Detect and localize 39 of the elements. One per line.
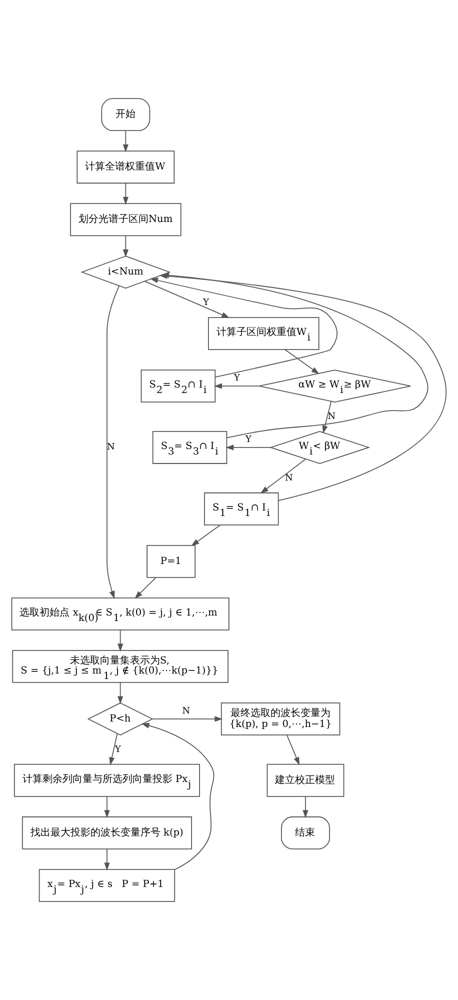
edge-label: Y	[115, 744, 121, 755]
arrow	[150, 278, 338, 378]
node-diamond: P<h	[87, 702, 154, 736]
arrow	[104, 796, 110, 818]
arrow	[191, 524, 221, 546]
arrow	[118, 682, 124, 704]
arrow	[118, 630, 124, 652]
arrow	[322, 400, 332, 434]
node-box: 建立校正模型	[266, 764, 344, 797]
arrow	[122, 182, 128, 205]
arrow	[109, 733, 118, 766]
node-box: P=1	[146, 544, 196, 578]
node-box: 开始	[101, 98, 150, 132]
arrow	[152, 716, 223, 722]
arrow	[134, 577, 156, 599]
edge-label: N	[106, 442, 115, 453]
arrow	[122, 235, 128, 258]
node-box: 划分光谱子区间Num	[70, 203, 182, 236]
arrow	[226, 444, 272, 450]
arrow	[214, 383, 260, 389]
edge-label: N	[285, 473, 293, 484]
arrow	[144, 280, 230, 318]
edge-label: Y	[203, 298, 209, 308]
arrow	[260, 458, 306, 494]
node-box: 找出最大投影的波长变量序号 k(p)	[22, 816, 192, 850]
edge-label: Y	[246, 435, 252, 446]
node-box: 最终选取的波长变量为 {k(p), p = 0,⋯,h−1}	[220, 702, 340, 736]
arrow	[286, 734, 300, 766]
edge-label: N	[328, 412, 336, 422]
arrow	[106, 285, 120, 600]
node-box: 计算全谱权重值W	[76, 150, 175, 184]
arrow	[141, 722, 214, 870]
arrow	[284, 349, 320, 374]
arrow	[104, 848, 110, 871]
node-box: 结束	[281, 816, 330, 850]
arrow	[122, 130, 128, 152]
arrow	[302, 796, 308, 818]
edge-label: N	[182, 706, 190, 717]
edge-label: Y	[234, 374, 240, 384]
